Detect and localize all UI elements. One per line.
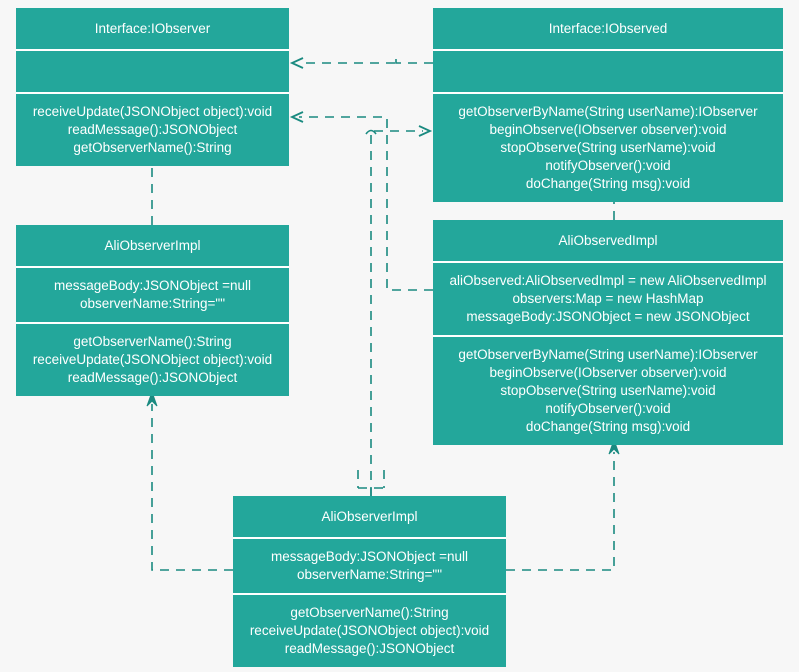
operations-compartment-aliobservedimpl: getObserverByName(String userName):IObse… bbox=[433, 335, 783, 445]
uml-class-iobserver[interactable]: Interface:IObserver receiveUpdate(JSONOb… bbox=[16, 8, 289, 166]
operation-item: getObserverName():String bbox=[290, 605, 449, 620]
attributes-compartment-aliobservedimpl: aliObserved:AliObservedImpl = new AliObs… bbox=[433, 261, 783, 335]
uml-class-aliobservedimpl[interactable]: AliObservedImpl aliObserved:AliObservedI… bbox=[433, 220, 783, 445]
operation-item: getObserverByName(String userName):IObse… bbox=[458, 347, 758, 362]
class-name-aliobserverimpl-left: AliObserverImpl bbox=[104, 238, 201, 253]
class-name-iobserver: Interface:IObserver bbox=[94, 21, 211, 36]
operation-item: readMessage():JSONObject bbox=[67, 122, 238, 137]
operation-item: getObserverByName(String userName):IObse… bbox=[458, 104, 758, 119]
attribute-item: observers:Map = new HashMap bbox=[512, 291, 704, 306]
operation-item: notifyObserver():void bbox=[545, 158, 671, 173]
attributes-compartment-aliobserverimpl-bottom: messageBody:JSONObject =null observerNam… bbox=[233, 537, 506, 593]
attribute-item: aliObserved:AliObservedImpl = new AliObs… bbox=[449, 273, 767, 288]
operation-item: doChange(String msg):void bbox=[525, 176, 691, 191]
uml-class-aliobserverimpl-left[interactable]: AliObserverImpl messageBody:JSONObject =… bbox=[16, 225, 289, 396]
connector-aliobserver2-to-iobserved bbox=[365, 125, 433, 496]
operations-compartment-aliobserverimpl-left: getObserverName():String receiveUpdate(J… bbox=[16, 322, 289, 396]
operation-item: receiveUpdate(JSONObject object):void bbox=[249, 623, 490, 638]
attribute-item: messageBody:JSONObject =null bbox=[54, 278, 251, 293]
operation-item: stopObserve(String userName):void bbox=[500, 140, 716, 155]
connector-stub-bottom-top bbox=[357, 470, 385, 496]
operation-item: doChange(String msg):void bbox=[525, 419, 691, 434]
class-name-aliobserverimpl-bottom: AliObserverImpl bbox=[321, 509, 418, 524]
connector-iobserved-to-iobserver-top bbox=[289, 57, 433, 69]
operation-item: beginObserve(IObserver observer):void bbox=[489, 365, 727, 380]
uml-class-iobserved[interactable]: Interface:IObserved getObserverByName(St… bbox=[433, 8, 783, 202]
operations-compartment-aliobserverimpl-bottom: getObserverName():String receiveUpdate(J… bbox=[233, 593, 506, 667]
operation-item: receiveUpdate(JSONObject object):void bbox=[32, 352, 273, 367]
attribute-item: messageBody:JSONObject =null bbox=[271, 549, 468, 564]
operation-item: beginObserve(IObserver observer):void bbox=[489, 122, 727, 137]
connector-aliobserved-to-iobserver bbox=[289, 111, 433, 291]
operation-item: stopObserve(String userName):void bbox=[500, 383, 716, 398]
operation-item: notifyObserver():void bbox=[545, 401, 671, 416]
operations-compartment-iobserver: receiveUpdate(JSONObject object):void re… bbox=[16, 92, 289, 166]
class-name-aliobservedimpl: AliObservedImpl bbox=[558, 233, 658, 248]
attribute-item: messageBody:JSONObject = new JSONObject bbox=[466, 309, 750, 324]
operation-item: receiveUpdate(JSONObject object):void bbox=[32, 104, 273, 119]
attribute-item: observerName:String="" bbox=[296, 567, 443, 582]
class-name-iobserved: Interface:IObserved bbox=[548, 21, 668, 36]
operation-item: getObserverName():String bbox=[73, 334, 232, 349]
attribute-item: observerName:String="" bbox=[79, 296, 226, 311]
attributes-compartment-aliobserverimpl-left: messageBody:JSONObject =null observerNam… bbox=[16, 266, 289, 322]
operation-item: getObserverName():String bbox=[73, 140, 232, 155]
attributes-compartment-iobserved bbox=[433, 49, 783, 92]
uml-class-aliobserverimpl-bottom[interactable]: AliObserverImpl messageBody:JSONObject =… bbox=[233, 496, 506, 667]
operation-item: readMessage():JSONObject bbox=[67, 370, 238, 385]
connector-aliobserver2-to-aliobserver1 bbox=[146, 390, 233, 571]
attributes-compartment-iobserver bbox=[16, 49, 289, 92]
operations-compartment-iobserved: getObserverByName(String userName):IObse… bbox=[433, 92, 783, 202]
connector-aliobserver2-to-aliobserved bbox=[506, 438, 620, 571]
operation-item: readMessage():JSONObject bbox=[284, 641, 455, 656]
